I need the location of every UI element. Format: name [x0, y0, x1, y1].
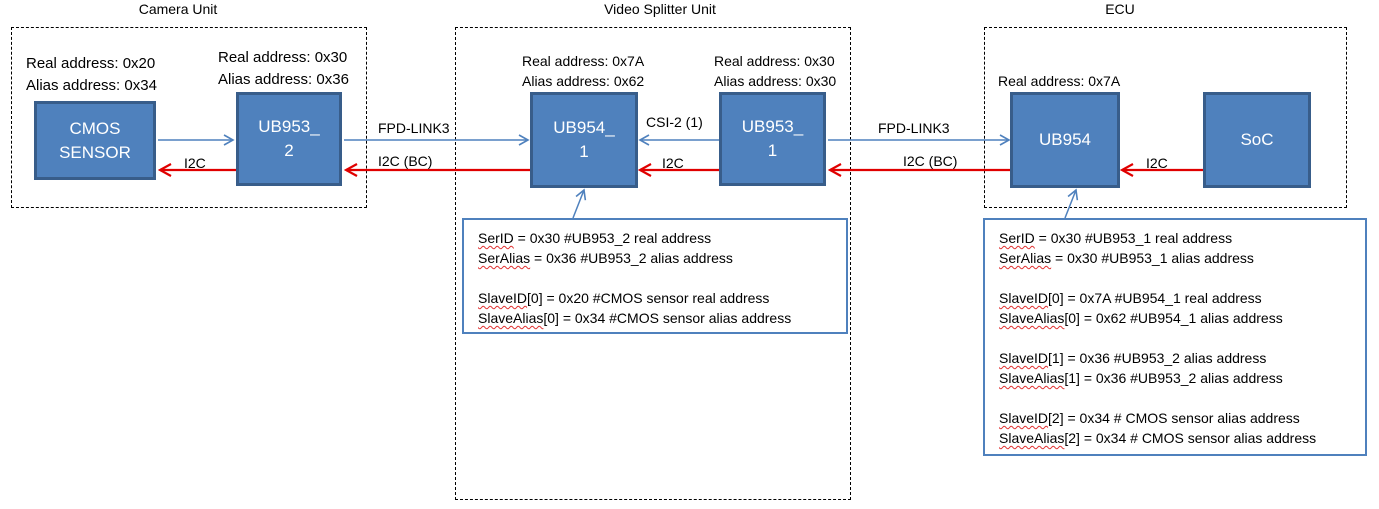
note-line: SlaveID[1] = 0x36 #UB953_2 alias address — [999, 348, 1351, 368]
ub953-1-alias-address: Alias address: 0x30 — [714, 73, 837, 89]
note-value: = 0x30 #UB953_1 real address — [1034, 230, 1233, 246]
note-line: SerID = 0x30 #UB953_1 real address — [999, 228, 1351, 248]
note-value: [0] = 0x62 #UB954_1 alias address — [1064, 310, 1283, 326]
note-key: SlaveID — [999, 350, 1049, 366]
note-value: [2] = 0x34 # CMOS sensor alias address — [1048, 410, 1300, 426]
ub953-1-block: UB953_ 1 — [719, 92, 826, 186]
note-line: SlaveAlias[0] = 0x62 #UB954_1 alias addr… — [999, 308, 1351, 328]
ecu-config-note: SerID = 0x30 #UB953_1 real address SerAl… — [983, 218, 1367, 456]
i2c-bc-2-label: I2C (BC) — [903, 153, 958, 169]
i2c-bc-1-label: I2C (BC) — [378, 153, 433, 169]
ub953-1-real-address: Real address: 0x30 — [714, 53, 835, 69]
ecu-boundary — [984, 27, 1347, 208]
soc-block: SoC — [1203, 92, 1311, 188]
note-key: SlaveID — [999, 290, 1049, 306]
note-value: [1] = 0x36 #UB953_2 alias address — [1064, 370, 1283, 386]
ub954-1-alias-address: Alias address: 0x62 — [522, 73, 645, 89]
note-value: [0] = 0x20 #CMOS sensor real address — [527, 290, 770, 306]
note-line: SlaveAlias[0] = 0x34 #CMOS sensor alias … — [478, 308, 832, 328]
note-line: SlaveID[2] = 0x34 # CMOS sensor alias ad… — [999, 408, 1351, 428]
note-key: SlaveID — [478, 290, 528, 306]
note-key: SerID — [478, 230, 514, 246]
note-value: = 0x36 #UB953_2 alias address — [530, 250, 733, 266]
ecu-title: ECU — [1105, 1, 1135, 17]
cmos-real-address: Real address: 0x20 — [26, 55, 156, 72]
ub954-block: UB954 — [1010, 92, 1120, 188]
ub953-2-block: UB953_ 2 — [236, 92, 342, 186]
camera-unit-title: Camera Unit — [138, 1, 218, 17]
note-line: SerAlias = 0x36 #UB953_2 alias address — [478, 248, 832, 268]
ecu-note-callout — [1064, 188, 1079, 219]
splitter-note-callout — [572, 188, 587, 219]
ub953-2-alias-address: Alias address: 0x36 — [218, 71, 349, 88]
fpd-link3-1-label: FPD-LINK3 — [378, 120, 450, 136]
note-line: SlaveID[0] = 0x20 #CMOS sensor real addr… — [478, 288, 832, 308]
splitter-config-note: SerID = 0x30 #UB953_2 real address SerAl… — [462, 218, 848, 334]
video-splitter-unit-boundary — [455, 27, 851, 500]
note-key: SerAlias — [478, 250, 531, 266]
note-value: = 0x30 #UB953_2 real address — [513, 230, 712, 246]
note-line: SlaveAlias[2] = 0x34 # CMOS sensor alias… — [999, 428, 1351, 448]
cmos-sensor-block: CMOS SENSOR — [34, 101, 156, 180]
note-line: SerAlias = 0x30 #UB953_1 alias address — [999, 248, 1351, 268]
note-value: [0] = 0x34 #CMOS sensor alias address — [543, 310, 792, 326]
note-key: SerAlias — [999, 250, 1052, 266]
split-i2c-label: I2C — [662, 155, 684, 171]
note-line: SlaveID[0] = 0x7A #UB954_1 real address — [999, 288, 1351, 308]
camera-unit-boundary — [11, 27, 367, 208]
ub954-real-address: Real address: 0x7A — [998, 73, 1121, 89]
note-key: SerID — [999, 230, 1035, 246]
cam-i2c-label: I2C — [184, 155, 206, 171]
note-line: SlaveAlias[1] = 0x36 #UB953_2 alias addr… — [999, 368, 1351, 388]
note-line: SerID = 0x30 #UB953_2 real address — [478, 228, 832, 248]
fpd-link3-2-label: FPD-LINK3 — [878, 120, 950, 136]
note-key: SlaveAlias — [999, 430, 1065, 446]
note-key: SlaveAlias — [999, 370, 1065, 386]
note-value: [2] = 0x34 # CMOS sensor alias address — [1064, 430, 1317, 446]
note-value: [1] = 0x36 #UB953_2 alias address — [1048, 350, 1267, 366]
ub954-1-block: UB954_ 1 — [530, 92, 638, 188]
ub954-1-real-address: Real address: 0x7A — [522, 53, 645, 69]
note-value: = 0x30 #UB953_1 alias address — [1051, 250, 1254, 266]
csi2-label: CSI-2 (1) — [646, 114, 703, 130]
ub953-2-real-address: Real address: 0x30 — [218, 49, 348, 66]
ecu-i2c-label: I2C — [1146, 155, 1168, 171]
note-value: [0] = 0x7A #UB954_1 real address — [1048, 290, 1262, 306]
note-key: SlaveAlias — [999, 310, 1065, 326]
video-splitter-unit-title: Video Splitter Unit — [604, 1, 716, 17]
note-key: SlaveID — [999, 410, 1049, 426]
cmos-alias-address: Alias address: 0x34 — [26, 77, 157, 94]
note-key: SlaveAlias — [478, 310, 544, 326]
